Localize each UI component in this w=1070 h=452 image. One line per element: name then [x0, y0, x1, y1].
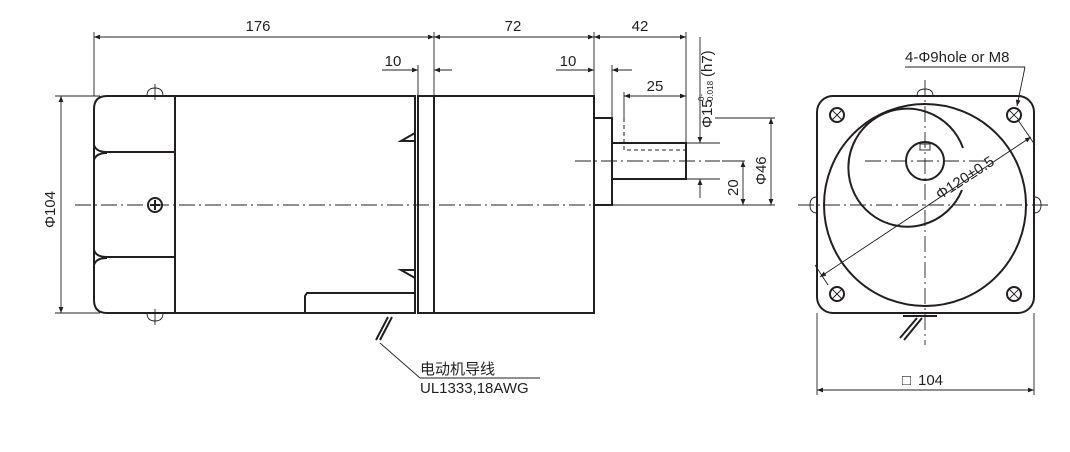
- dim-42: 42: [632, 18, 649, 35]
- gear-head: [433, 95, 595, 314]
- end-cap: [93, 95, 176, 314]
- hole-bottom-right: [1006, 286, 1022, 302]
- front-lead-wire: [899, 317, 923, 341]
- side-view: [75, 84, 760, 379]
- lead-wire-label: 电动机导线: [420, 361, 495, 378]
- side-view-dimensions: 176 72 42 10 10 25 Φ15 0- 0.018 (h7): [42, 18, 775, 397]
- mounting-holes: [829, 107, 1022, 302]
- shaft-fit: (h7): [699, 50, 716, 77]
- fin-bottom: [397, 269, 416, 279]
- square-flange: [816, 95, 1035, 314]
- hole-bottom-left: [829, 286, 845, 302]
- dim-body-diameter: Φ104: [42, 191, 59, 228]
- dim-72: 72: [505, 18, 522, 35]
- end-cap-rib-bottom: [93, 249, 175, 258]
- lead-wire-spec: UL1333,18AWG: [420, 380, 529, 397]
- dim-25: 25: [647, 78, 664, 95]
- dim-176: 176: [245, 18, 270, 35]
- square-symbol: □: [902, 372, 911, 389]
- gear-arc: [847, 107, 964, 228]
- terminal-box: [304, 292, 415, 314]
- shaft-tol-lower: 0.018: [706, 80, 715, 101]
- motor-body: [174, 95, 416, 314]
- hole-top-left: [829, 107, 845, 123]
- fin-top: [397, 132, 416, 142]
- dim-boss-diameter: Φ46: [753, 156, 770, 185]
- shaft-tol-upper: 0-: [697, 94, 706, 101]
- lead-wire: [375, 316, 393, 341]
- keyway: [623, 118, 686, 151]
- dim-pcd: Φ120±0.5: [933, 153, 998, 203]
- dim-10-flange: 10: [385, 53, 402, 70]
- dim-10-boss: 10: [560, 53, 577, 70]
- dim-20: 20: [725, 179, 742, 196]
- end-cap-rib-top: [93, 144, 175, 153]
- boss: [593, 117, 613, 206]
- flange: [417, 95, 435, 314]
- front-view: [798, 80, 1052, 345]
- hole-top-right: [1006, 107, 1022, 123]
- hole-callout: 4-Φ9hole or M8: [905, 49, 1010, 66]
- dim-square: 104: [918, 372, 943, 389]
- dim-shaft-diameter: Φ15: [699, 99, 716, 128]
